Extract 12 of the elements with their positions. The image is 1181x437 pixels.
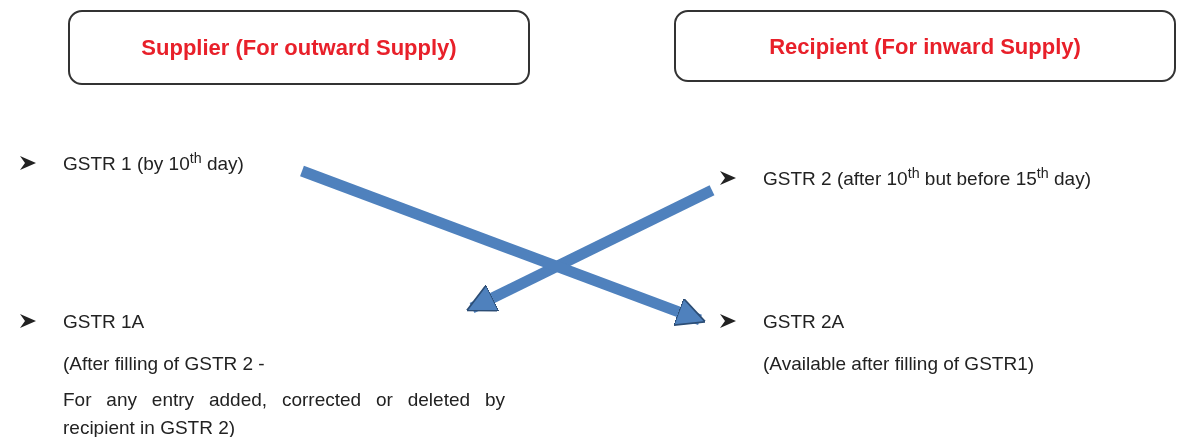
header-title: Supplier (For outward Supply) [141, 34, 457, 62]
note-text: (Available after filling of GSTR1) [763, 352, 1036, 376]
note-text: (After filling of GSTR 2 - [63, 352, 266, 376]
header-box [68, 10, 530, 85]
arrow [300, 165, 707, 327]
header-box [674, 10, 1176, 82]
form-name: GSTR 1A [63, 310, 146, 334]
arrow [466, 185, 715, 313]
form-name: GSTR 1 (by 10$^{th}$ day) [63, 150, 245, 176]
form-name: GSTR 2A [763, 310, 846, 334]
form-name: GSTR 2 (after 10$^{th}$ but before 15$^{th}$ day) [763, 165, 1092, 191]
header-title: Recipient (For inward Supply) [769, 32, 1081, 61]
